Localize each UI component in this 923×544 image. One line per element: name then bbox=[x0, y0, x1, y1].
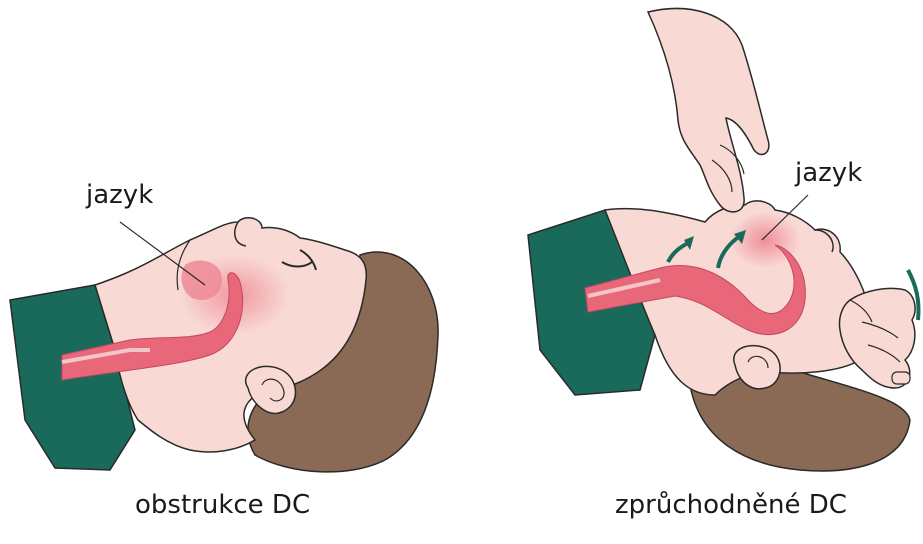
right-caption: zprůchodněné DC bbox=[615, 490, 847, 520]
left-tongue-label: jazyk bbox=[86, 180, 153, 210]
left-head-figure bbox=[10, 218, 438, 472]
helper-hand-top bbox=[648, 9, 769, 212]
left-caption: obstrukce DC bbox=[135, 490, 310, 520]
right-tongue-label: jazyk bbox=[795, 158, 862, 188]
right-head-figure bbox=[528, 9, 919, 471]
left-tongue bbox=[181, 260, 222, 300]
